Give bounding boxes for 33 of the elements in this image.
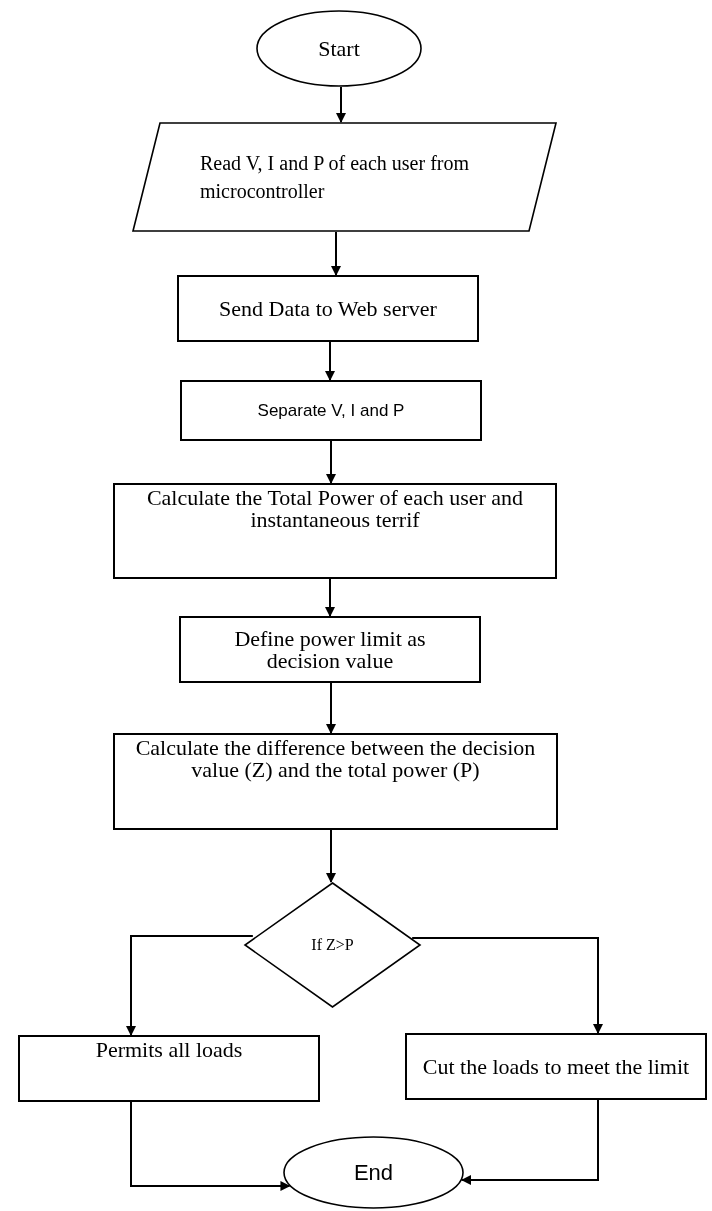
- input-parallelogram: [132, 122, 557, 232]
- node-label: Send Data to Web server: [219, 297, 437, 320]
- process-box: [179, 616, 481, 683]
- decision-diamond: [244, 882, 421, 1008]
- arrow: [126, 935, 254, 1036]
- end-terminal: [283, 1136, 464, 1209]
- arrow: [331, 231, 341, 276]
- arrow: [461, 1099, 599, 1185]
- node-label: Cut the loads to meet the limit: [422, 1055, 690, 1078]
- node-label: Start: [318, 37, 360, 60]
- process-box: [113, 733, 558, 830]
- arrow: [326, 682, 336, 734]
- arrow: [326, 440, 336, 484]
- node-label: Calculate the difference between the decision value (Z) and the total power (P): [134, 737, 537, 781]
- arrow: [411, 937, 603, 1034]
- node-label: Define power limit as decision value: [233, 627, 427, 672]
- process-box: [405, 1033, 707, 1100]
- arrow: [325, 578, 335, 617]
- node-label: Calculate the Total Power of each user and instantaneous terrif: [145, 487, 525, 531]
- arrow: [325, 341, 335, 381]
- start-terminal: [256, 10, 422, 87]
- arrow: [326, 829, 336, 883]
- process-box: [113, 483, 557, 579]
- node-label: End: [353, 1161, 394, 1184]
- node-label: If Z>P: [311, 937, 354, 953]
- node-label: Read V, I and P of each user from microcontroller: [200, 151, 470, 204]
- process-box: [180, 380, 482, 441]
- node-label: Permits all loads: [95, 1039, 243, 1061]
- arrow: [336, 86, 346, 123]
- process-box: [177, 275, 479, 342]
- node-label: Separate V, I and P: [257, 402, 405, 419]
- process-box: [18, 1035, 320, 1102]
- arrow: [130, 1101, 291, 1191]
